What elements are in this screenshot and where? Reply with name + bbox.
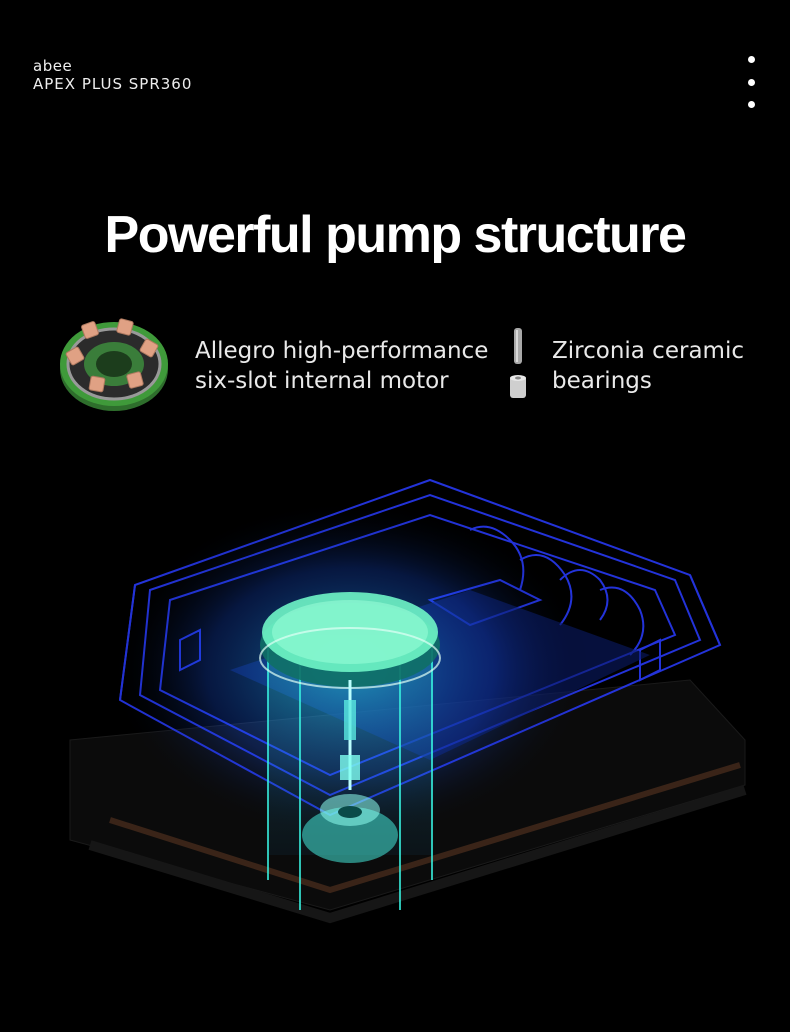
feature-bearing-line2: bearings [552, 368, 652, 394]
feature-motor-line2: six-slot internal motor [195, 368, 449, 394]
product-model: APEX PLUS SPR360 [33, 75, 193, 93]
pump-xray-illustration [69, 478, 747, 924]
feature-bearing-line1: Zirconia ceramic [552, 338, 744, 364]
dot-icon [747, 101, 755, 108]
brand-name: abee [33, 57, 73, 75]
page-title: Powerful pump structure [104, 206, 687, 264]
feature-motor: Allegro high-performance six-slot intern… [195, 336, 488, 396]
motor-icon [60, 318, 168, 411]
feature-bearing: Zirconia ceramic bearings [552, 336, 744, 396]
dot-icon [747, 78, 755, 86]
feature-motor-line1: Allegro high-performance [195, 338, 489, 364]
brand-block: abee APEX PLUS SPR360 [33, 57, 192, 93]
bearing-icon [510, 328, 526, 398]
dot-icon [747, 56, 755, 63]
more-menu-button[interactable] [738, 56, 764, 108]
